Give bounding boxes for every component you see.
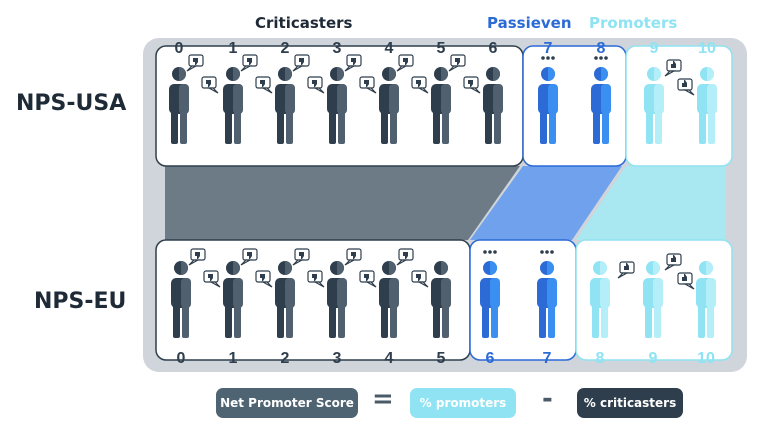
eu-person-3-criticaster	[327, 248, 377, 338]
usa-score-0: 0	[175, 40, 184, 57]
eu-score-8: 8	[596, 350, 605, 367]
eu-person-7-passive	[537, 250, 557, 338]
eu-score-9: 9	[649, 350, 658, 367]
eu-score-7: 7	[543, 350, 552, 367]
usa-score-7: 7	[544, 40, 553, 57]
eu-score-0: 0	[177, 350, 186, 367]
eu-person-9-promoter	[643, 261, 663, 338]
usa-person-5-criticaster	[431, 54, 481, 144]
usa-person-8-passive	[591, 56, 611, 144]
usa-score-2: 2	[281, 40, 290, 57]
usa-score-5: 5	[437, 40, 446, 57]
usa-person-10-promoter	[697, 67, 717, 144]
usa-score-8: 8	[597, 40, 606, 57]
eu-person-4-criticaster	[379, 248, 429, 338]
usa-score-3: 3	[333, 40, 342, 57]
eu-score-2: 2	[281, 350, 290, 367]
usa-person-9-promoter	[644, 67, 664, 144]
usa-person-1-criticaster	[223, 54, 273, 144]
usa-person-7-passive	[538, 56, 558, 144]
eu-person-5-criticaster	[431, 261, 451, 338]
eu-score-10: 10	[697, 350, 715, 367]
header-promoters: Promoters	[589, 14, 678, 32]
usa-person-2-criticaster	[275, 54, 325, 144]
usa-score-1: 1	[229, 40, 238, 57]
eu-score-5: 5	[437, 350, 446, 367]
eu-score-6: 6	[486, 350, 495, 367]
band-passives	[470, 166, 622, 240]
eu-person-6-passive	[480, 250, 500, 338]
eu-score-4: 4	[385, 350, 394, 367]
eu-person-10-promoter	[696, 261, 716, 338]
eu-score-3: 3	[333, 350, 342, 367]
eu-person-8-promoter	[590, 261, 610, 338]
usa-score-6: 6	[489, 40, 498, 57]
eu-person-0-criticaster	[171, 248, 221, 338]
band-criticasters	[165, 166, 520, 240]
eu-score-1: 1	[229, 350, 238, 367]
formula-promoters: % promoters	[410, 388, 516, 418]
row-label-eu: NPS-EU	[34, 289, 127, 314]
eu-person-2-criticaster	[275, 248, 325, 338]
formula-equals: =	[372, 384, 394, 414]
usa-person-3-criticaster	[327, 54, 377, 144]
usa-score-4: 4	[385, 40, 394, 57]
header-passives: Passieven	[487, 14, 572, 32]
eu-person-1-criticaster	[223, 248, 273, 338]
usa-score-9: 9	[650, 40, 659, 57]
band-promoters	[576, 166, 726, 240]
formula-minus: -	[542, 384, 553, 414]
usa-person-0-criticaster	[169, 54, 219, 144]
row-label-usa: NPS-USA	[16, 91, 127, 116]
header-criticasters: Criticasters	[255, 14, 353, 32]
usa-person-4-criticaster	[379, 54, 429, 144]
formula-nps: Net Promoter Score	[216, 388, 358, 418]
usa-score-10: 10	[698, 40, 716, 57]
formula-criticasters: % criticasters	[577, 388, 683, 418]
usa-person-6-criticaster	[483, 67, 503, 144]
